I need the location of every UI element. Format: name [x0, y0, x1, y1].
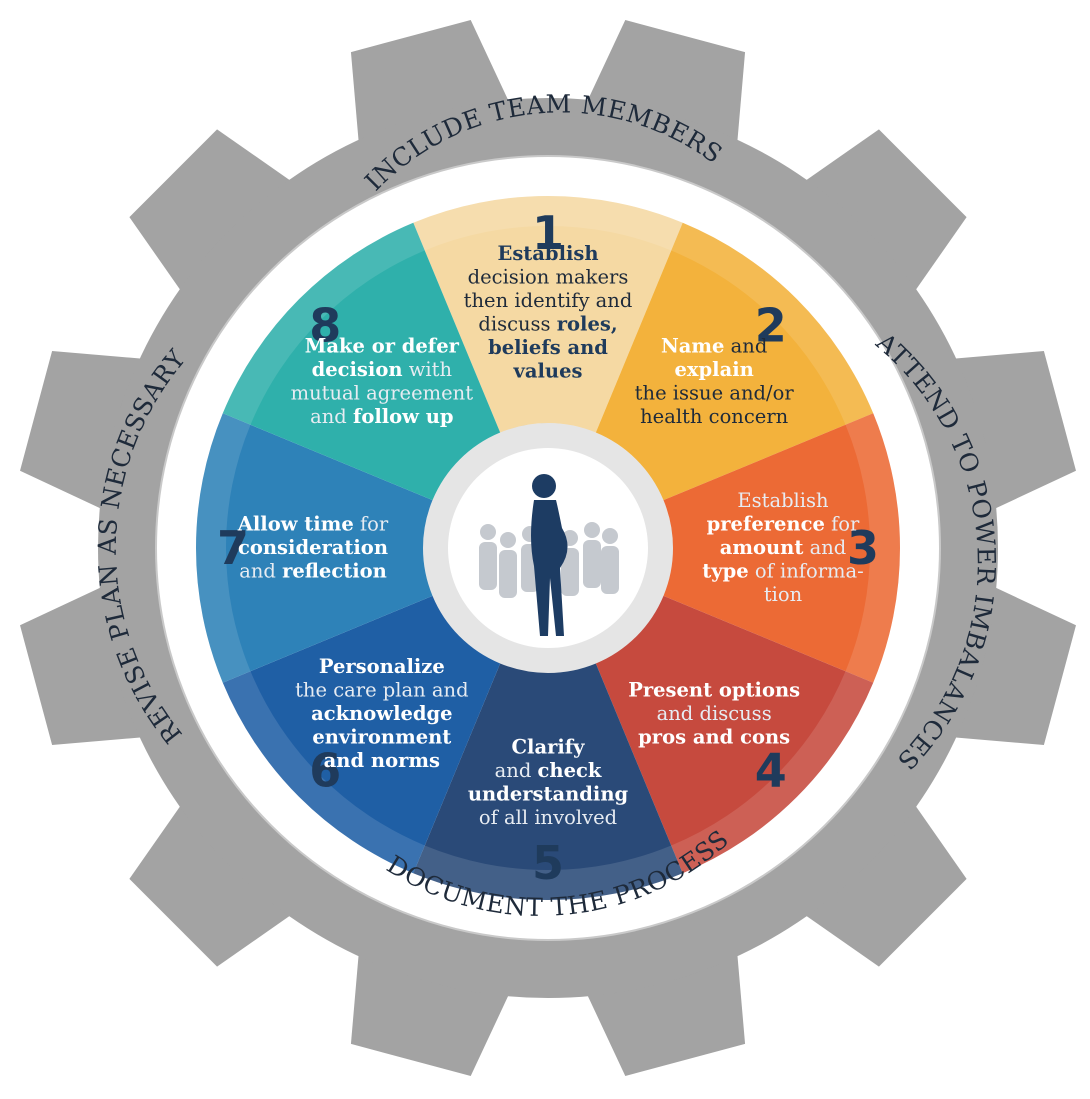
segment-band	[671, 671, 874, 874]
segment-text-run: the care plan and	[295, 679, 469, 702]
segment-wedge	[222, 222, 501, 501]
segment-text-run: and norms	[324, 749, 440, 772]
segment-number: 1	[532, 206, 564, 260]
segment-text-run: preference	[707, 512, 825, 535]
segment-text-run: with	[403, 358, 453, 381]
segment-text-run: and	[724, 334, 767, 357]
person-silhouette	[583, 522, 601, 588]
segment-text-run: decision makers	[468, 266, 629, 289]
gear-tooth	[129, 803, 293, 967]
segment-text-run: Establish	[737, 489, 829, 512]
segment-wedge	[595, 595, 874, 874]
segment-band	[845, 413, 900, 683]
segment-text-run: and	[239, 559, 282, 582]
segment-number: 3	[847, 521, 879, 575]
segment-band	[413, 196, 683, 251]
segment-wedge	[595, 222, 874, 501]
segment-text-run: the issue and/or	[635, 381, 795, 404]
segment-text-run: mutual agreement	[291, 381, 474, 404]
people-silhouette-icon	[479, 474, 619, 636]
segment-text-run: reflection	[282, 559, 387, 582]
segment-text-run: type	[702, 559, 748, 582]
segment-text-run: follow up	[353, 405, 454, 428]
segment-wedge	[413, 196, 683, 433]
segment-text-run: values	[513, 360, 583, 383]
segment-text-run: health concern	[640, 405, 789, 428]
segment-wedge	[222, 595, 501, 874]
segment-wedge	[663, 413, 900, 683]
segment-band	[222, 222, 425, 425]
segment-band	[222, 671, 425, 874]
gear-tooth	[803, 803, 967, 967]
segment-text-run: Present options	[628, 679, 800, 702]
segment-wedge	[196, 413, 433, 683]
segment-text-run: Name	[661, 334, 725, 357]
segment-number: 5	[532, 836, 564, 890]
segment-text-run: discuss	[478, 313, 556, 336]
segment-text-run: pros and cons	[638, 726, 790, 749]
segment-text-run: roles,	[557, 313, 618, 336]
segment-text-run: consideration	[238, 536, 388, 559]
segment-text-run: check	[538, 759, 602, 782]
segment-text-run: environment	[312, 726, 451, 749]
segment-text-run: and	[310, 405, 353, 428]
segment-text-run: for	[354, 512, 389, 535]
segment-text-run: of all involved	[479, 806, 617, 829]
segment-text-run: Establish	[497, 242, 598, 265]
segment-band	[671, 222, 874, 425]
segment-text-run: Personalize	[319, 655, 445, 678]
segment-text-run: Allow time	[237, 512, 354, 535]
segment-number: 4	[755, 744, 787, 798]
segment-wedge	[413, 663, 683, 900]
segment-text-run: of informa-	[749, 559, 864, 582]
segment-text-run: then identify and	[464, 289, 633, 312]
segment-band	[413, 845, 683, 900]
segment-number: 7	[217, 521, 249, 575]
pregnant-woman-silhouette	[531, 474, 568, 636]
segment-text-run: amount	[720, 536, 804, 559]
segment-number: 8	[309, 298, 341, 352]
segment-text-run: decision	[312, 358, 403, 381]
segment-text-run: Clarify	[512, 736, 586, 759]
person-silhouette	[479, 524, 497, 590]
person-silhouette	[601, 528, 619, 594]
segment-number: 2	[755, 298, 787, 352]
gear-tooth	[129, 129, 293, 293]
segment-text-run: tion	[764, 583, 803, 606]
segment-text-run: understanding	[468, 783, 629, 806]
segment-text-run: acknowledge	[311, 702, 452, 725]
segment-text-run: and	[803, 536, 846, 559]
segment-text-run: and discuss	[657, 702, 772, 725]
segment-number: 6	[309, 744, 341, 798]
gear-tooth	[803, 129, 967, 293]
segment-text-run: beliefs and	[488, 336, 608, 359]
person-silhouette	[499, 532, 517, 598]
segment-text-run: explain	[675, 358, 754, 381]
gear-outline	[20, 20, 1076, 1076]
segment-text-run: Make or defer	[305, 334, 460, 357]
segment-band	[196, 413, 251, 683]
segment-text-run: and	[495, 759, 538, 782]
segment-text-run: for	[825, 512, 860, 535]
